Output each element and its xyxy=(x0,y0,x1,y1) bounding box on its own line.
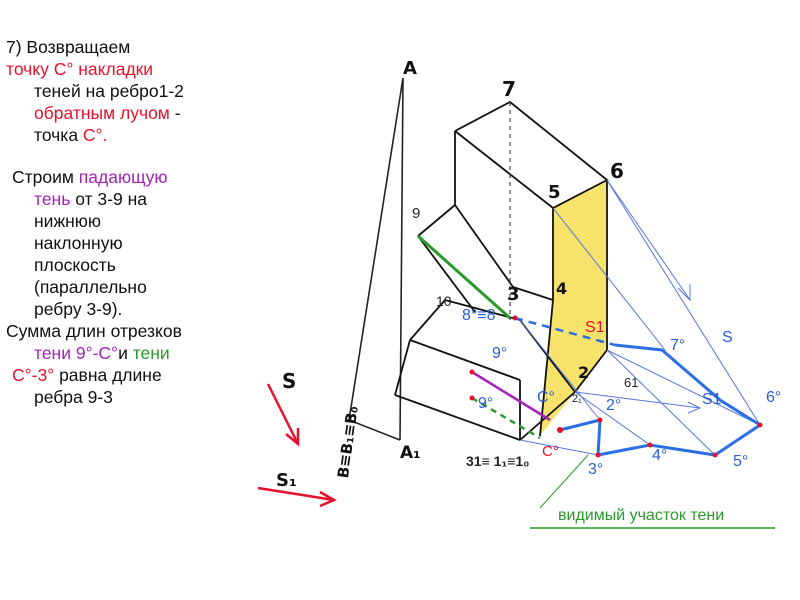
p2-line6: (параллельно xyxy=(34,277,147,297)
p1-line1: 7) Возвращаем xyxy=(6,37,131,57)
label-S1-red: S1 xyxy=(585,319,605,336)
p1-line2: точку С° накладки xyxy=(6,59,154,79)
p1-line3: теней на ребро1-2 xyxy=(34,81,184,101)
label-3: 3 xyxy=(507,284,520,305)
auxiliary-triangle xyxy=(348,77,404,441)
label-C-lower: C° xyxy=(542,443,559,460)
label-5: 5 xyxy=(548,182,561,203)
p1-line4: обратным лучом xyxy=(34,103,170,123)
label-S1-right: S1 xyxy=(702,391,722,408)
label-61: 61 xyxy=(624,375,638,390)
shadow-points xyxy=(469,315,763,458)
label-4deg: 4° xyxy=(652,447,667,464)
label-7deg: 7° xyxy=(670,337,685,354)
p2-line3: нижнюю xyxy=(34,211,102,231)
light-direction-arrows xyxy=(257,383,337,508)
p3-line2b: и xyxy=(118,343,133,363)
description-text: 7) Возвращаем точку С° накладки теней на… xyxy=(6,36,256,408)
p2-line1b: падающую xyxy=(78,167,168,187)
label-2-sub: 2₁ xyxy=(572,393,582,405)
label-BB: B≡B₁≡B₀ xyxy=(334,405,362,479)
p3-line2c: тени xyxy=(132,343,170,363)
label-3deg: 3° xyxy=(588,461,603,478)
paragraph-2: Строим падающую тень от 3-9 на нижнюю на… xyxy=(6,166,256,320)
label-S1: S₁ xyxy=(276,470,297,491)
p3-line3a: С°-3° xyxy=(12,365,55,385)
label-A: A xyxy=(403,58,417,79)
label-5deg: 5° xyxy=(733,453,748,470)
label-2: 2 xyxy=(578,363,589,382)
label-8: 8°≡8 xyxy=(462,307,496,324)
purple-line xyxy=(471,370,551,422)
p1-line5a: точка xyxy=(34,125,83,145)
p1-line4-tail: - xyxy=(169,103,181,123)
label-S: S xyxy=(282,369,296,393)
label-visible-segment: видимый участок тени xyxy=(558,507,724,524)
p2-line7: ребру 3-9). xyxy=(34,299,123,319)
p2-line1a: Строим xyxy=(12,167,79,187)
paragraph-1: 7) Возвращаем точку С° накладки теней на… xyxy=(6,36,256,146)
label-4: 4 xyxy=(556,279,567,298)
label-A1: A₁ xyxy=(400,443,421,463)
label-6: 6 xyxy=(610,159,624,183)
solid-edges xyxy=(394,100,609,441)
label-9: 9 xyxy=(412,205,420,222)
label-C-upper: C° xyxy=(537,389,555,406)
p1-line5b: С°. xyxy=(82,125,108,145)
label-10: 10 xyxy=(436,293,452,309)
shadow-face xyxy=(540,180,607,436)
p3-line2a: тени 9°-С° xyxy=(34,343,119,363)
pointer-line xyxy=(539,454,589,509)
label-9deg-b: 9° xyxy=(478,395,493,412)
label-6deg: 6° xyxy=(766,389,781,406)
paragraph-3: Сумма длин отрезков тени 9°-С°и тени С°-… xyxy=(6,320,256,408)
light-rays xyxy=(519,179,761,456)
green-dashed-line xyxy=(471,396,541,440)
p3-line1: Сумма длин отрезков xyxy=(6,321,182,341)
shadow-dashed xyxy=(514,316,616,347)
label-base: 31≡ 1₁≡1₀ xyxy=(466,453,529,469)
label-2deg: 2° xyxy=(606,397,621,414)
p2-line5: плоскость xyxy=(34,255,116,275)
p3-line3b: равна длине xyxy=(54,365,162,385)
label-9deg-a: 9° xyxy=(492,345,507,362)
label-S-right: S xyxy=(722,329,733,346)
p2-line2b: от 3-9 на xyxy=(70,189,147,209)
green-shadow-lines xyxy=(417,234,511,320)
p2-line2a: тень xyxy=(34,189,71,209)
p2-line4: наклонную xyxy=(34,233,123,253)
p3-line4: ребра 9-3 xyxy=(34,387,113,407)
label-7: 7 xyxy=(502,77,516,101)
